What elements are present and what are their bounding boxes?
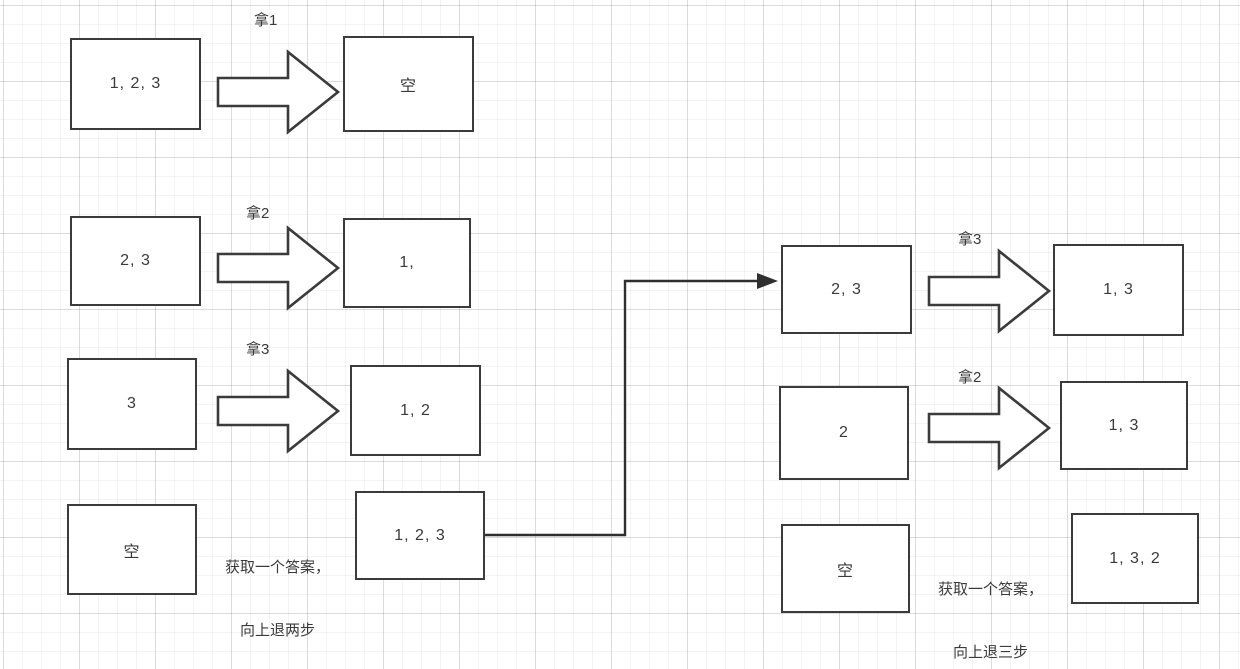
arrow-label-left-row2: 拿2 — [246, 205, 270, 222]
arrow-label-left-row3: 拿3 — [246, 341, 270, 358]
box-left-row3-target: 1, 2 — [350, 365, 481, 456]
box-left-row2-target: 1, — [343, 218, 471, 308]
note-left-line1: 获取一个答案， — [224, 559, 330, 576]
note-left-backtrack: 获取一个答案， 向上退两步 — [205, 515, 350, 669]
note-right-backtrack: 获取一个答案， 向上退三步 — [918, 537, 1063, 669]
block-arrow-left-row2 — [216, 225, 341, 311]
box-right-row2-target: 1, 3 — [1060, 381, 1188, 470]
note-left-line2: 向上退两步 — [239, 622, 315, 639]
box-left-row3-source: 3 — [67, 358, 197, 450]
block-arrow-left-row1 — [216, 49, 341, 135]
arrow-label-right-row1: 拿3 — [958, 231, 982, 248]
arrow-label-left-row1: 拿1 — [254, 12, 278, 29]
box-right-row1-target: 1, 3 — [1053, 244, 1184, 336]
box-left-row4-source: 空 — [67, 504, 197, 595]
note-right-line2: 向上退三步 — [952, 644, 1028, 661]
box-left-row1-target: 空 — [343, 36, 474, 132]
note-right-line1: 获取一个答案， — [937, 581, 1043, 598]
box-right-row3-target: 1, 3, 2 — [1071, 513, 1199, 604]
box-left-row1-source: 1, 2, 3 — [70, 38, 201, 130]
block-arrow-right-row1 — [927, 248, 1052, 334]
box-left-row2-source: 2, 3 — [70, 216, 201, 306]
box-right-row3-source: 空 — [781, 524, 910, 613]
arrow-label-right-row2: 拿2 — [958, 369, 982, 386]
box-right-row1-source: 2, 3 — [781, 245, 912, 334]
block-arrow-right-row2 — [927, 385, 1052, 471]
box-left-row4-target: 1, 2, 3 — [355, 491, 485, 580]
box-right-row2-source: 2 — [779, 386, 909, 480]
block-arrow-left-row3 — [216, 368, 341, 454]
